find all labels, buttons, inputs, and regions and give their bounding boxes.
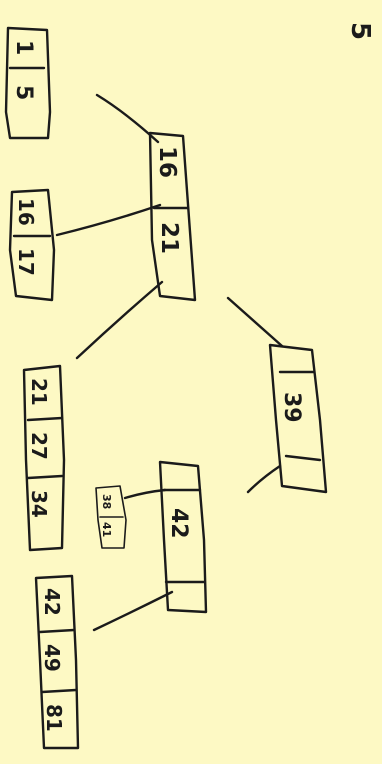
key-divider bbox=[40, 688, 78, 694]
node-box bbox=[158, 460, 208, 614]
key-text: 21 bbox=[156, 222, 182, 254]
key-divider bbox=[284, 454, 322, 462]
edge-39-to-42 bbox=[246, 464, 282, 494]
node-box bbox=[268, 343, 328, 494]
key-text: 49 bbox=[40, 644, 64, 672]
key-text: 1 bbox=[11, 40, 36, 55]
internal-node-42: 42 bbox=[158, 460, 208, 614]
node-box bbox=[34, 574, 80, 750]
key-text: 41 bbox=[100, 522, 113, 537]
node-box bbox=[95, 485, 127, 549]
leaf-node-38-41: 38 41 bbox=[95, 485, 127, 549]
edge-root-to-leaf-21-27-34 bbox=[75, 280, 164, 360]
key-text: 5 bbox=[11, 85, 36, 100]
leaf-node-21-27-34: 21 27 34 bbox=[22, 364, 66, 552]
key-text: 42 bbox=[40, 588, 64, 616]
page-mark: 5 bbox=[345, 22, 375, 40]
key-text: 21 bbox=[27, 378, 51, 406]
key-divider bbox=[38, 628, 76, 634]
tree-edges bbox=[55, 93, 284, 632]
node-box bbox=[148, 131, 197, 302]
key-text: 42 bbox=[166, 508, 191, 539]
node-box bbox=[22, 364, 66, 552]
key-text: 81 bbox=[42, 704, 66, 732]
key-text: 16 bbox=[154, 146, 180, 178]
key-text: 17 bbox=[14, 248, 38, 276]
leaf-node-16-17: 16 17 bbox=[8, 188, 56, 302]
edge-42-to-leaf-42-49-81 bbox=[92, 590, 174, 632]
internal-node-16-21: 16 21 bbox=[148, 131, 197, 302]
leaf-node-1-5: 1 5 bbox=[4, 26, 52, 140]
key-text: 27 bbox=[27, 432, 51, 460]
key-text: 16 bbox=[14, 198, 38, 226]
edge-root-to-leaf-1-5 bbox=[95, 93, 160, 144]
key-text: 34 bbox=[27, 490, 51, 518]
key-divider bbox=[26, 474, 64, 480]
edge-root-to-node-39 bbox=[226, 296, 284, 348]
internal-node-39: 39 bbox=[268, 343, 328, 494]
key-text: 39 bbox=[279, 392, 304, 423]
leaf-node-42-49-81: 42 49 81 bbox=[34, 574, 80, 750]
node-box bbox=[4, 26, 52, 140]
node-box bbox=[8, 188, 56, 302]
edge-42-to-leaf-38-41 bbox=[123, 488, 167, 500]
key-text: 38 bbox=[100, 494, 113, 509]
edge-root-to-leaf-16-17 bbox=[55, 203, 162, 237]
key-divider bbox=[26, 416, 64, 422]
